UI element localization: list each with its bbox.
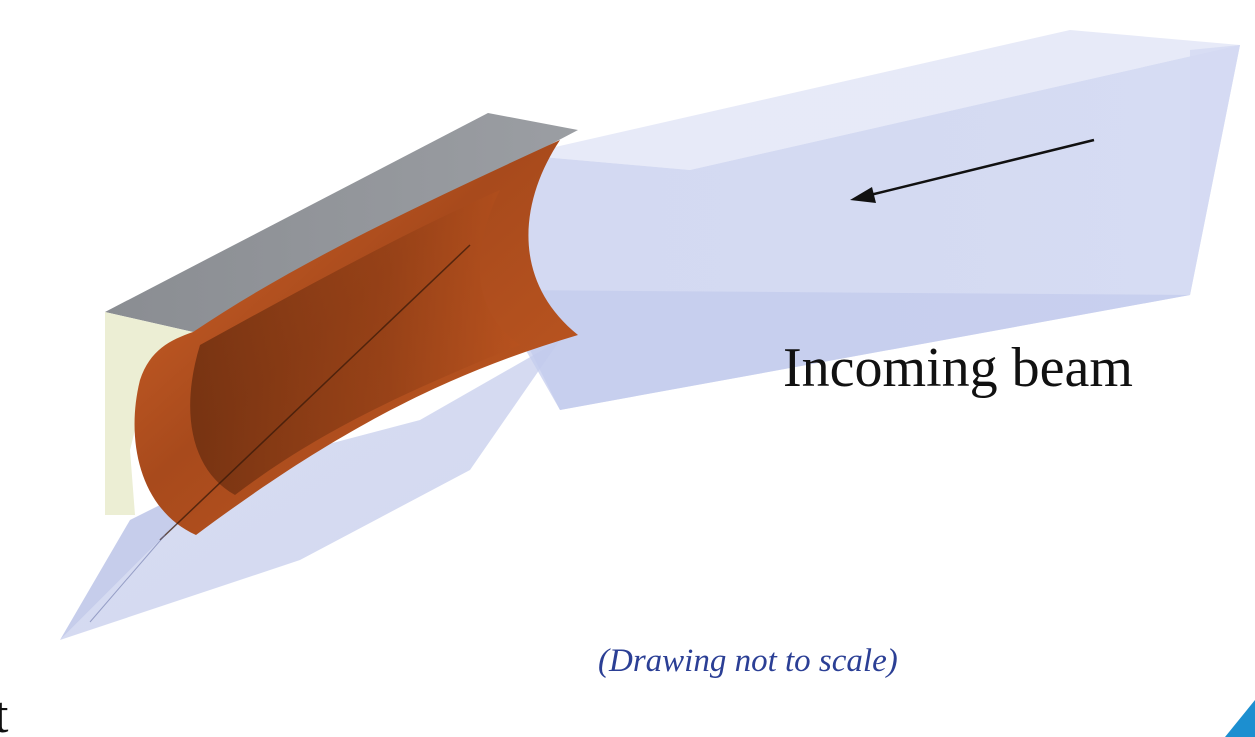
corner-accent (1225, 700, 1255, 737)
incoming-beam-label: Incoming beam (783, 336, 1133, 400)
stray-letter: t (0, 690, 8, 737)
scale-note: (Drawing not to scale) (598, 642, 898, 682)
incoming-beam-end-face (1190, 45, 1240, 295)
